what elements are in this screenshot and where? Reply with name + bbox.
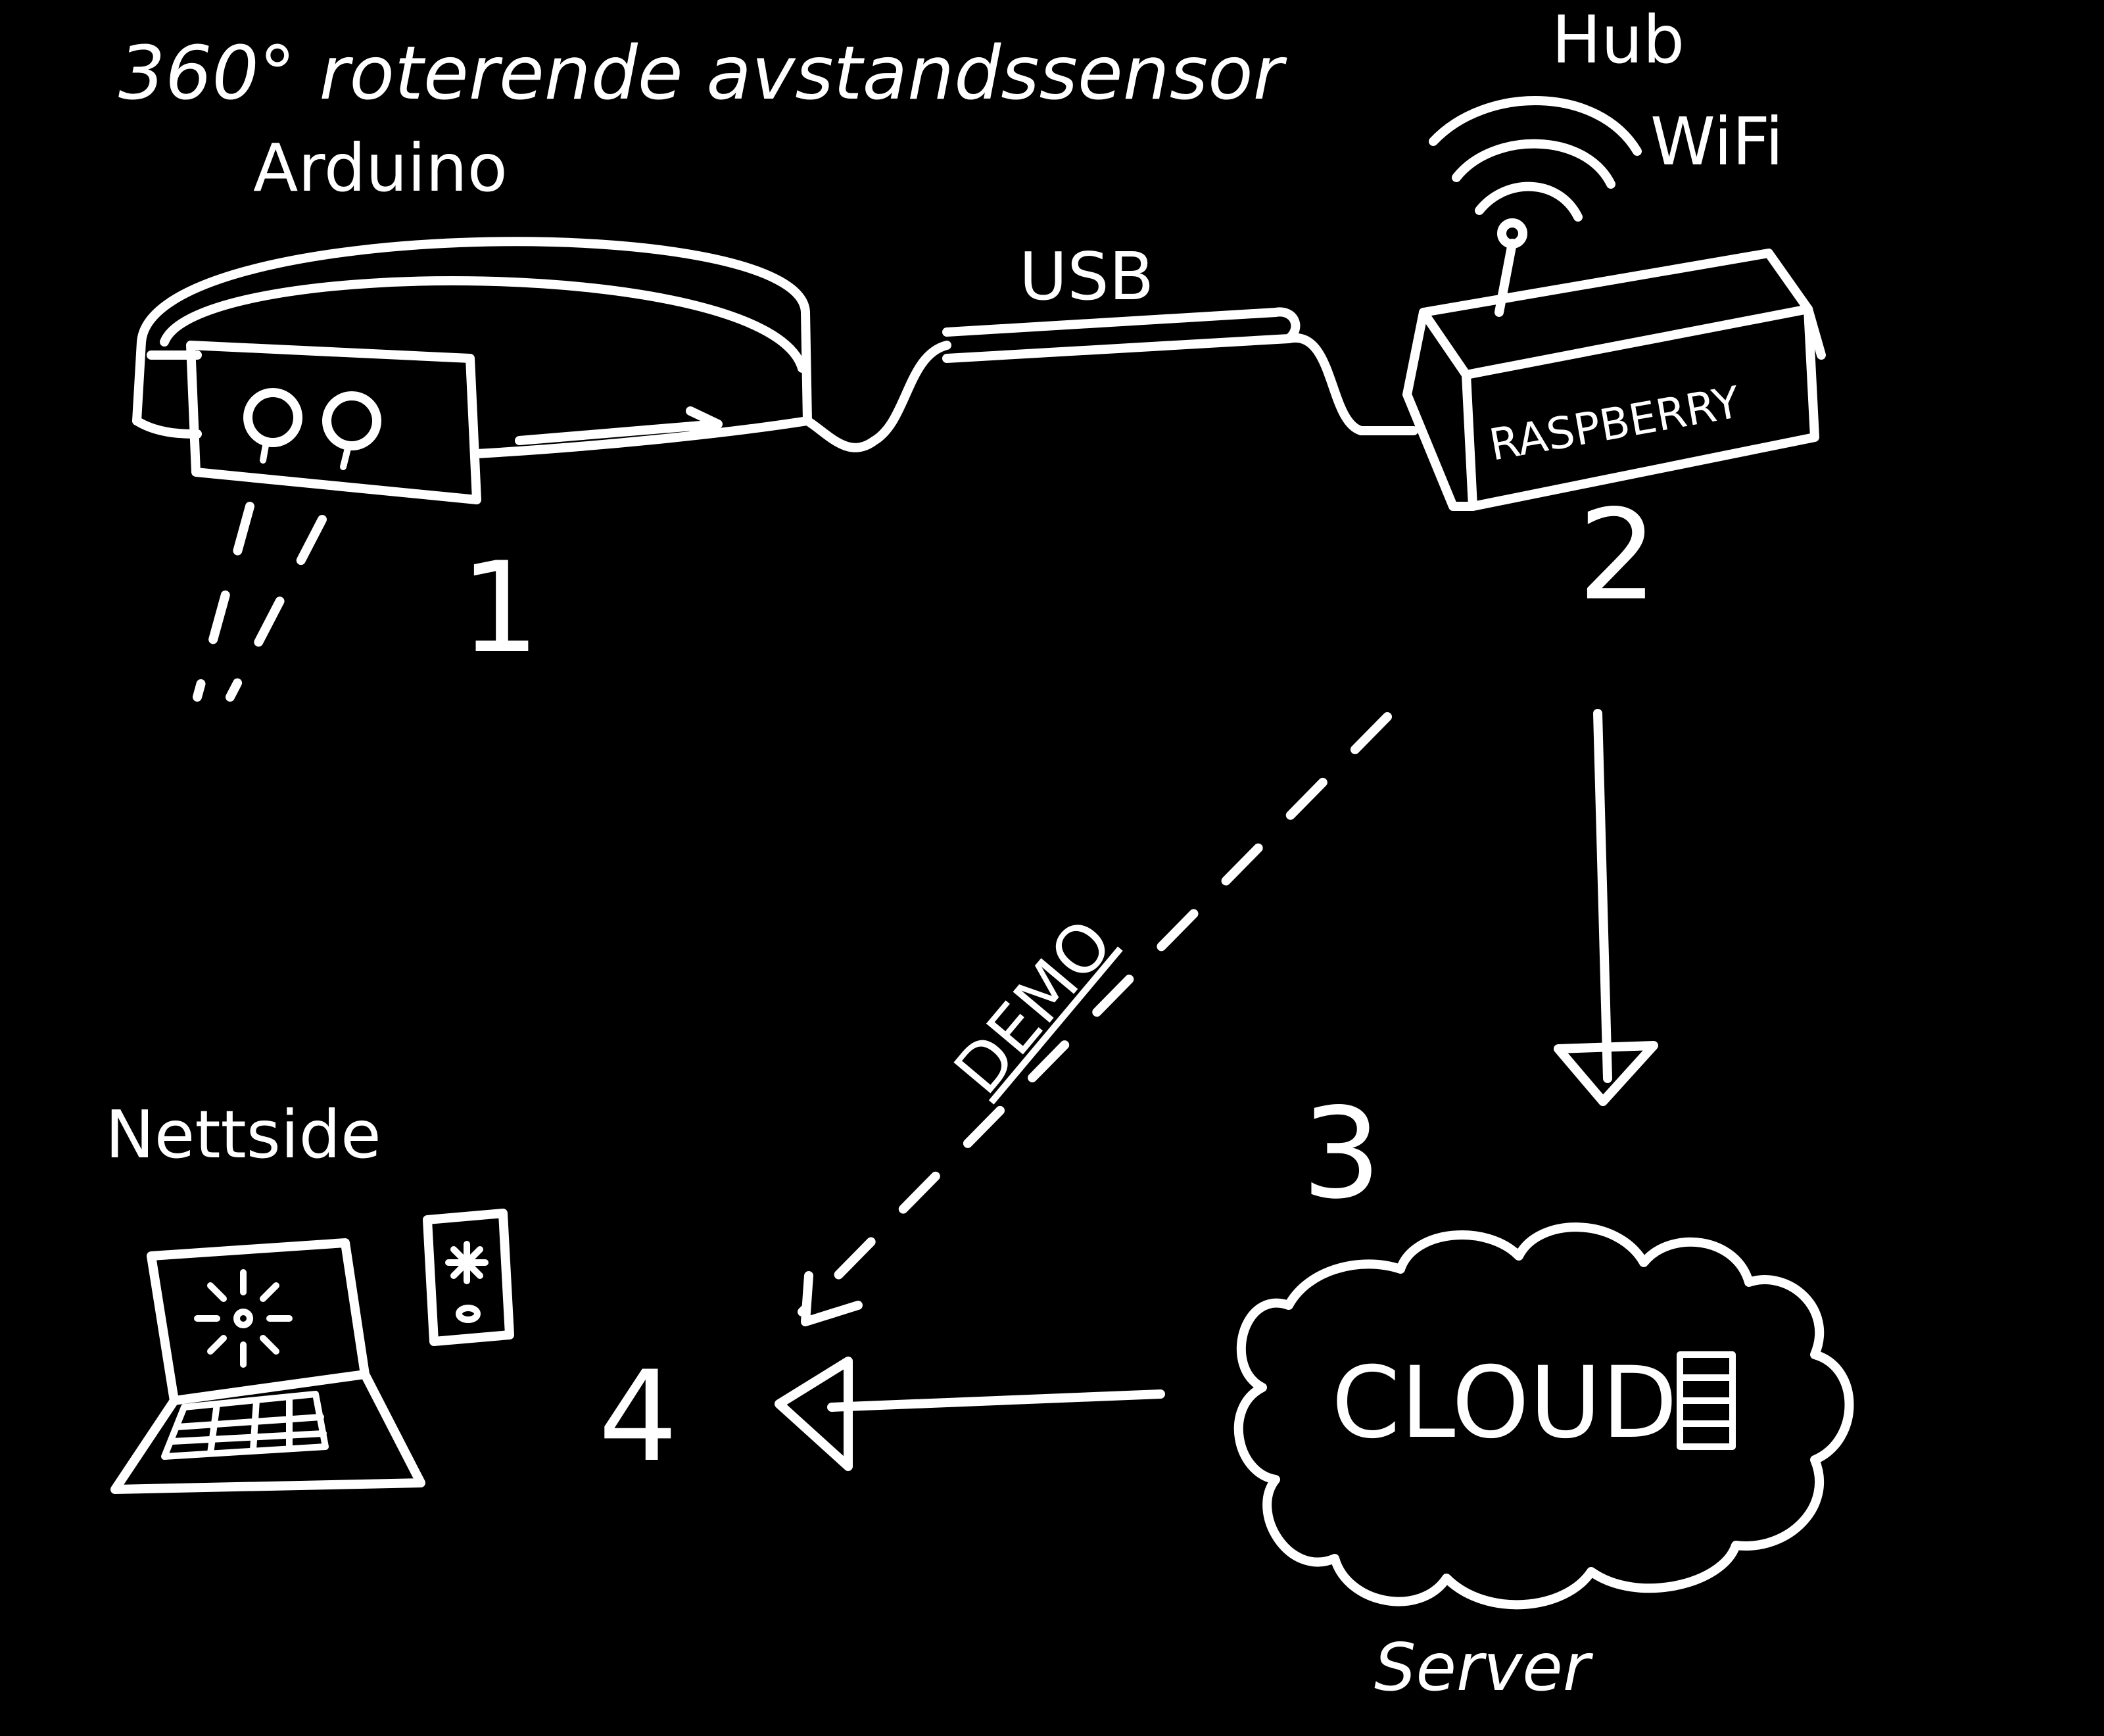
arrow-demo-hub-to-website [798, 712, 1392, 1326]
hub-label: Hub [1552, 1, 1685, 78]
step-2: 2 [1578, 483, 1658, 628]
arduino-label: Arduino [253, 130, 508, 206]
nettside-label: Nettside [105, 1096, 381, 1173]
arrow-hub-to-cloud [1554, 709, 1658, 1106]
step-1: 1 [460, 535, 540, 681]
laptop-icon [110, 1238, 425, 1494]
raspberry-box-icon [1402, 249, 1826, 511]
phone-icon [423, 1209, 514, 1346]
cloud-label: CLOUD [1331, 1346, 1677, 1460]
wifi-label: WiFi [1650, 103, 1784, 180]
cloud-icon [1233, 1222, 1854, 1610]
server-label: Server [1374, 1629, 1594, 1706]
step-3: 3 [1302, 1081, 1381, 1226]
usb-cable [803, 307, 1418, 452]
step-4: 4 [598, 1344, 678, 1489]
arrow-cloud-to-website [775, 1357, 1165, 1471]
rotating-sensor-ring-icon [132, 237, 812, 702]
sensor-title: 360° roterende avstandssensor [118, 31, 1287, 116]
usb-label: USB [1019, 238, 1154, 315]
